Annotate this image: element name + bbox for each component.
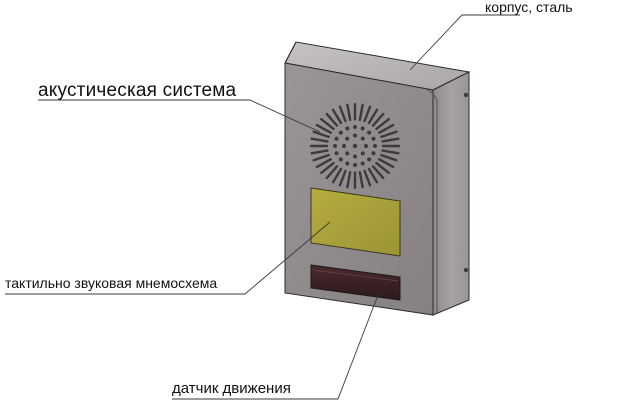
grille-slot — [346, 103, 352, 122]
grille-hole — [360, 126, 365, 131]
grille-hole — [360, 151, 365, 156]
grille-slot — [338, 169, 347, 187]
grille-slot — [310, 137, 329, 143]
grille-hole — [360, 161, 365, 166]
grille-slot — [367, 167, 379, 184]
grille-slot — [378, 158, 395, 169]
grille-hole — [353, 154, 357, 159]
grille-slot — [331, 167, 343, 184]
leader-motion — [172, 294, 379, 400]
label-housing-steel: корпус, сталь — [485, 0, 573, 15]
grille-hole — [367, 130, 372, 135]
grille-hole — [373, 144, 377, 148]
housing-edge — [425, 88, 438, 313]
grille-slot — [381, 149, 400, 155]
grille-slot — [381, 137, 400, 143]
grille-slot — [367, 108, 379, 125]
grille-hole — [353, 163, 357, 167]
grille-hole — [371, 136, 376, 141]
grille-hole — [367, 157, 372, 162]
tactile-screen — [310, 187, 401, 257]
grille-slot — [320, 161, 335, 175]
grille-slot — [320, 117, 335, 131]
screw-top — [463, 92, 469, 98]
grille-hole — [345, 126, 350, 131]
grille-hole — [334, 151, 339, 156]
grille-hole — [345, 161, 350, 166]
grille-slot — [315, 123, 332, 134]
grille-hole — [353, 125, 357, 129]
grille-slot — [346, 170, 352, 189]
grille-hole — [371, 151, 376, 156]
grille-slot — [375, 161, 390, 175]
grille-slot — [371, 112, 385, 127]
grille-slot — [358, 170, 364, 189]
grille-hole — [345, 136, 350, 141]
grille-slot — [331, 108, 343, 125]
grille-slot — [375, 117, 390, 131]
grille-slot — [325, 112, 339, 127]
grille-slot — [358, 103, 364, 122]
grille-hole — [353, 133, 357, 138]
grille-slot — [380, 130, 398, 139]
speaker-grille — [309, 102, 401, 190]
grille-slot — [312, 153, 330, 162]
screw-bottom — [463, 267, 469, 273]
grille-slot — [310, 149, 329, 155]
leader-body — [409, 14, 520, 71]
grille-hole — [345, 151, 350, 156]
grille-slot — [338, 105, 347, 123]
grille-slot — [380, 153, 398, 162]
grille-slot — [378, 123, 395, 134]
grille-slot — [315, 158, 332, 169]
grille-slot — [312, 130, 330, 139]
motion-sensor-window — [310, 264, 401, 301]
grille-slot — [371, 165, 385, 180]
grille-hole — [333, 144, 337, 148]
grille-slot — [363, 105, 372, 123]
grille-hole — [342, 144, 346, 148]
label-motion-sensor: датчик движения — [172, 380, 291, 397]
grille-hole — [360, 136, 365, 141]
grille-slot — [325, 165, 339, 180]
grille-hole — [364, 144, 368, 148]
grille-slot — [363, 169, 372, 187]
leader-tactile — [5, 221, 331, 295]
label-acoustic-system: акустическая система — [38, 80, 237, 101]
grille-center-hole — [352, 143, 358, 149]
housing-side — [432, 71, 470, 316]
grille-hole — [338, 157, 343, 162]
grille-hole — [334, 136, 339, 141]
grille-hole — [338, 130, 343, 135]
label-tactile-sound-diagram: тактильно звуковая мнемосхема — [5, 275, 218, 291]
leader-acoustic — [38, 99, 321, 133]
